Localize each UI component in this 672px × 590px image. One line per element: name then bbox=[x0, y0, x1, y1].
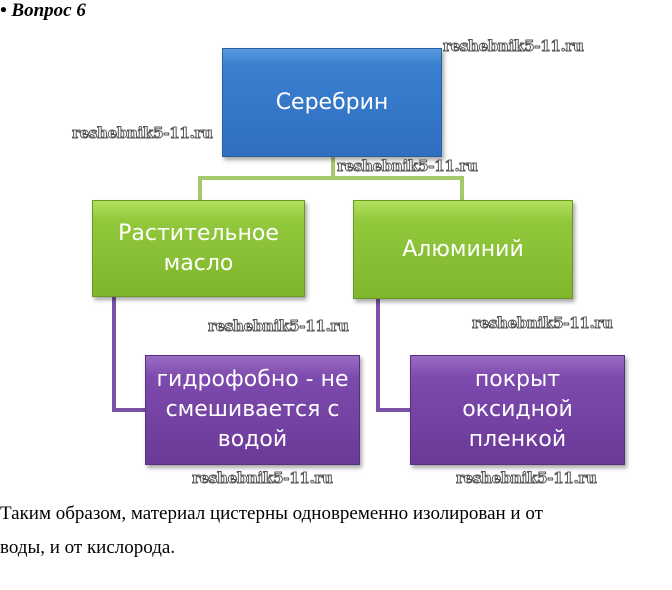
watermark: reshebnik5-11.ru bbox=[208, 317, 350, 336]
watermark: reshebnik5-11.ru bbox=[337, 157, 479, 176]
watermark: reshebnik5-11.ru bbox=[443, 37, 585, 56]
connector-line bbox=[198, 176, 202, 202]
child-node-oil: Растительное масло bbox=[92, 200, 305, 297]
child-node-aluminium: Алюминий bbox=[353, 200, 573, 299]
root-node: Серебрин bbox=[222, 48, 442, 157]
connector-line bbox=[112, 408, 148, 412]
detail-node-aluminium: покрыт оксидной пленкой bbox=[410, 355, 625, 465]
conclusion-line-2: воды, и от кислорода. bbox=[0, 537, 176, 558]
conclusion-line-1: Таким образом, материал цистерны одновре… bbox=[0, 503, 543, 524]
connector-line bbox=[376, 297, 380, 412]
watermark: reshebnik5-11.ru bbox=[456, 469, 598, 488]
connector-line bbox=[198, 176, 464, 180]
connector-line bbox=[460, 176, 464, 202]
connector-line bbox=[376, 408, 412, 412]
connector-line bbox=[112, 297, 116, 412]
detail-node-oil: гидрофобно - не смешивается с водой bbox=[145, 355, 360, 465]
question-heading: • Вопрос 6 bbox=[0, 0, 86, 21]
watermark: reshebnik5-11.ru bbox=[72, 124, 214, 143]
connector-line bbox=[331, 155, 335, 179]
watermark: reshebnik5-11.ru bbox=[472, 314, 614, 333]
watermark: reshebnik5-11.ru bbox=[192, 469, 334, 488]
